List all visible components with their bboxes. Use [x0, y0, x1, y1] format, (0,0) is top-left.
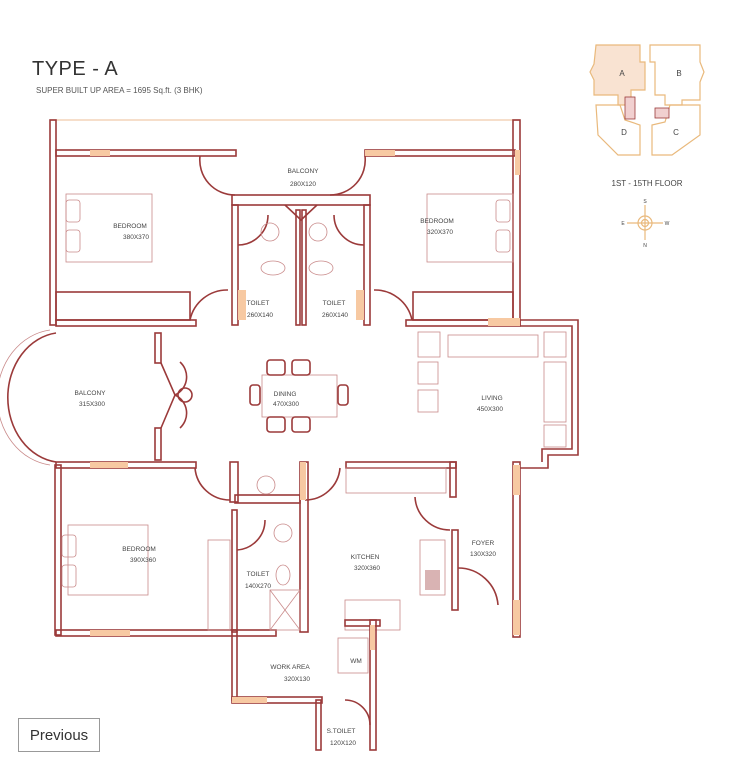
room-size: 315X300 — [79, 401, 105, 408]
room-name: LIVING — [481, 395, 502, 402]
room-name: BALCONY — [74, 390, 106, 397]
key-label-d: D — [621, 128, 627, 137]
floor-label: 1ST - 15TH FLOOR — [612, 179, 683, 188]
room-size: 320X370 — [427, 229, 453, 236]
room-name: WORK AREA — [270, 664, 310, 671]
key-plan: A B C D 1ST - 15TH FLOOR S E W N — [589, 44, 705, 249]
room-name: S.TOILET — [327, 728, 356, 735]
walls — [0, 119, 579, 751]
room-size: 140X270 — [245, 583, 271, 590]
room-size: 130X320 — [470, 551, 496, 558]
room-size: 120X120 — [330, 740, 356, 747]
key-unit-a — [589, 44, 646, 106]
svg-text:N: N — [643, 243, 647, 249]
key-label-a: A — [619, 69, 625, 78]
room-name: BALCONY — [287, 168, 319, 175]
key-unit-d — [595, 104, 641, 156]
plan-area-subtitle: SUPER BUILT UP AREA = 1695 Sq.ft. (3 BHK… — [36, 86, 203, 95]
key-label-c: C — [673, 128, 679, 137]
room-labels: BALCONY 280X120 BEDROOM 380X370 BEDROOM … — [74, 168, 503, 747]
room-name: DINING — [274, 391, 297, 398]
room-size: 320X130 — [284, 676, 310, 683]
svg-text:W: W — [665, 221, 670, 227]
room-name: BEDROOM — [420, 218, 454, 225]
svg-text:E: E — [621, 221, 625, 227]
room-name: BEDROOM — [113, 223, 147, 230]
room-size: 390X360 — [130, 557, 156, 564]
room-size: 470X300 — [273, 401, 299, 408]
room-size: 260X140 — [322, 312, 348, 319]
room-size: 380X370 — [123, 234, 149, 241]
room-name: TOILET — [323, 300, 346, 307]
furniture — [61, 193, 567, 596]
room-name: BEDROOM — [122, 546, 156, 553]
svg-text:S: S — [643, 199, 647, 205]
room-name: TOILET — [247, 571, 270, 578]
room-size: 320X360 — [354, 565, 380, 572]
plan-title: TYPE - A — [32, 58, 119, 80]
room-name: TOILET — [247, 300, 270, 307]
room-size: 450X300 — [477, 406, 503, 413]
room-name: KITCHEN — [351, 554, 380, 561]
room-size: 260X140 — [247, 312, 273, 319]
room-size: 280X120 — [290, 181, 316, 188]
previous-button[interactable]: Previous — [18, 718, 100, 752]
key-label-b: B — [676, 69, 681, 78]
room-name: FOYER — [472, 540, 495, 547]
room-name: WM — [350, 658, 362, 665]
compass-icon: S E W N — [621, 199, 669, 249]
key-unit-b — [649, 44, 705, 106]
